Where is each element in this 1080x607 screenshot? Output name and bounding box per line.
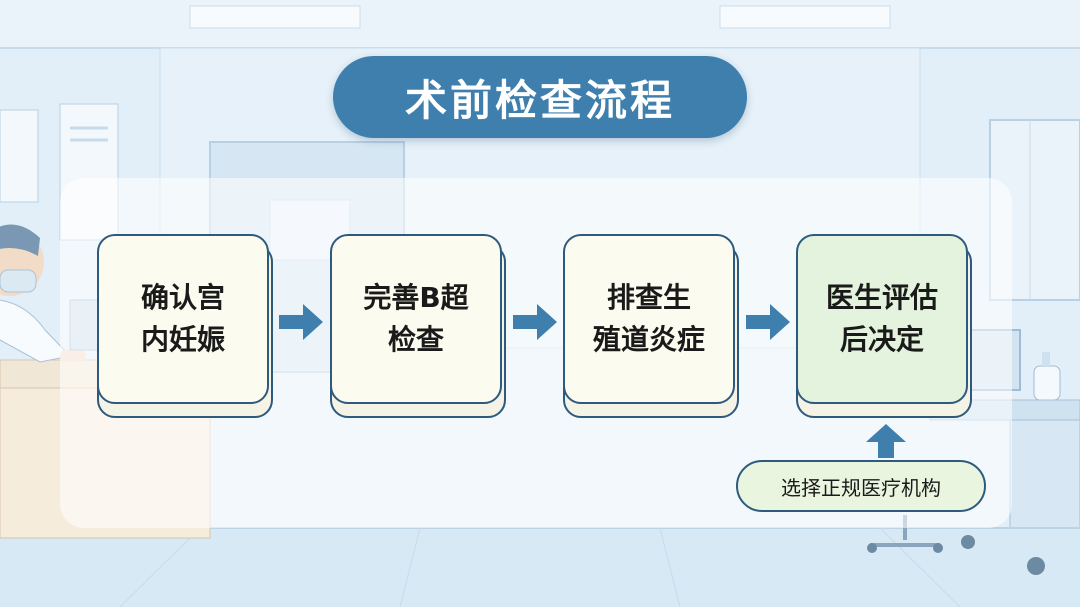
up-arrow-icon	[866, 424, 906, 458]
step-card-2: 完善B超 检查	[330, 234, 506, 418]
step-2-line-2: 检查	[387, 323, 444, 356]
right-arrow-icon	[279, 304, 323, 340]
step-3-line-1: 排查生	[606, 281, 691, 314]
right-arrow-icon	[513, 304, 557, 340]
step-2-line-1: 完善B超	[363, 281, 469, 314]
page-title: 术前检查流程	[404, 75, 675, 125]
note-text: 选择正规医疗机构	[781, 475, 941, 500]
step-1-line-2: 内妊娠	[140, 323, 225, 356]
step-card-1: 确认宫 内妊娠	[97, 234, 273, 418]
note-badge: 选择正规医疗机构	[736, 460, 986, 512]
step-card-4: 医生评估 后决定	[796, 234, 972, 418]
title-banner: 术前检查流程	[333, 56, 747, 138]
step-card-3: 排查生 殖道炎症	[563, 234, 739, 418]
right-arrow-icon	[746, 304, 790, 340]
step-4-line-1: 医生评估	[825, 281, 938, 314]
step-4-line-2: 后决定	[839, 323, 924, 356]
step-1-line-1: 确认宫	[140, 281, 225, 314]
step-3-line-2: 殖道炎症	[592, 323, 705, 356]
